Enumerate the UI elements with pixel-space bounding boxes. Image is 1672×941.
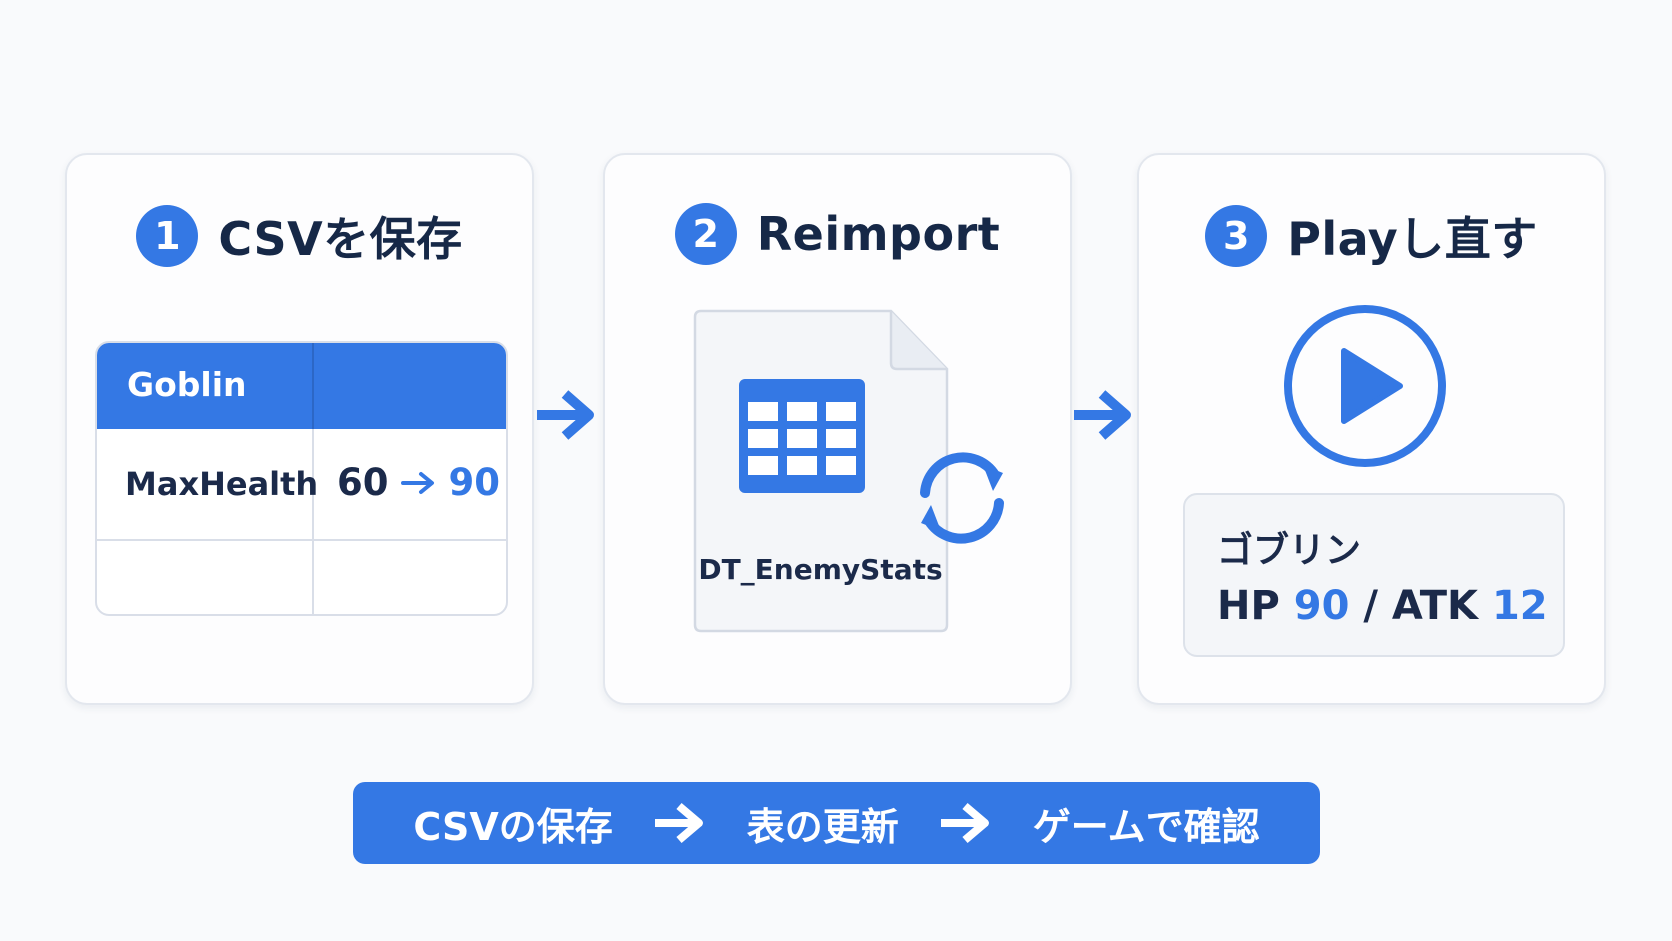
old-value: 60 (337, 461, 389, 504)
arrow-right-icon (537, 390, 594, 440)
file-name-label: DT_EnemyStats (698, 553, 943, 586)
table-header-label: Goblin (127, 365, 247, 404)
play-circle-icon (1284, 305, 1446, 467)
step-card-save-csv: 1 CSVを保存 Goblin MaxHealth 60 90 (65, 153, 534, 705)
flow-summary-banner: CSVの保存 表の更新 ゲームで確認 (353, 782, 1320, 864)
enemy-name: ゴブリン (1217, 530, 1362, 571)
enemy-stats-box: ゴブリン HP 90 / ATK 12 (1183, 493, 1565, 657)
step-title-1: 1 CSVを保存 (67, 203, 532, 269)
atk-label: ATK (1391, 583, 1479, 629)
arrow-right-icon (940, 802, 989, 844)
step-card-reimport: 2 Reimport DT_EnemyStats (603, 153, 1072, 705)
hp-value: 90 (1293, 583, 1350, 629)
step-title-text: Reimport (756, 207, 1001, 261)
new-value: 90 (448, 461, 501, 504)
step-title-3: 3 Playし直す (1139, 203, 1604, 269)
step-title-2: 2 Reimport (605, 203, 1070, 265)
document-icon (693, 309, 949, 633)
arrow-right-icon (400, 471, 434, 494)
table-grid-icon (739, 379, 865, 493)
step-number-badge: 1 (136, 205, 199, 267)
hp-label: HP (1217, 583, 1280, 629)
table-row-label: MaxHealth (125, 465, 319, 503)
step-title-text: Playし直す (1287, 212, 1538, 266)
stats-separator: / (1363, 583, 1378, 629)
table-column-divider (312, 343, 314, 614)
table-row-value: 60 90 (337, 461, 500, 504)
enemy-stats-line: HP 90 / ATK 12 (1217, 583, 1548, 629)
refresh-icon (920, 452, 1004, 544)
banner-step-save: CSVの保存 (413, 804, 613, 849)
banner-step-confirm: ゲームで確認 (1032, 804, 1260, 849)
step-number-badge: 3 (1205, 205, 1268, 267)
arrow-right-icon (1074, 390, 1131, 440)
csv-table: Goblin MaxHealth 60 90 (95, 341, 508, 616)
step-card-play-again: 3 Playし直す ゴブリン HP 90 / ATK 12 (1137, 153, 1606, 705)
step-title-text: CSVを保存 (218, 212, 463, 266)
step-number-badge: 2 (674, 203, 737, 265)
table-row-divider (97, 539, 506, 541)
table-header-divider (312, 343, 314, 429)
table-header-row: Goblin (97, 343, 506, 429)
banner-step-update: 表の更新 (746, 804, 899, 849)
arrow-right-icon (654, 802, 703, 844)
atk-value: 12 (1491, 583, 1548, 629)
